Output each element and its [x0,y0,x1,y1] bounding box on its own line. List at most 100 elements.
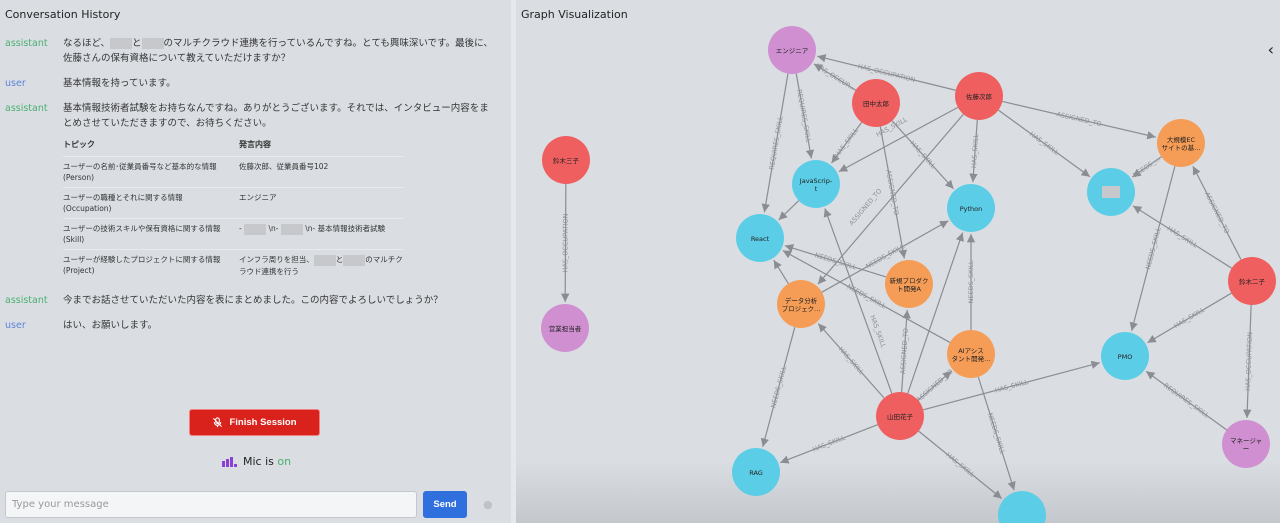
node-circle[interactable] [777,280,825,328]
edge-label: NEEDS_SKILL [1144,226,1163,270]
content: - \n- \n- 基本情報技術者試験 [239,218,403,250]
topic: ユーザーの名前･従業員番号など基本的な情報 [63,162,217,171]
text-part: \n- 基本情報技術者試験 [302,224,386,233]
node-label: 大規模EC [1167,135,1196,144]
node-label: JavaScrip- [799,177,833,185]
send-button[interactable]: Send [423,491,467,518]
node-circle[interactable] [1157,119,1205,167]
graph-edge [778,200,800,221]
graph-edge [773,259,789,284]
node-circle[interactable] [947,330,995,378]
graph-node[interactable]: 営業担当者 [541,304,589,352]
node-label: データ分析 [785,296,818,305]
finish-label: Finish Session [229,417,297,428]
message-list: assistant なるほど、とのマルチクラウド連携を行っているんですね。とても… [5,36,505,343]
graph-edge [969,119,978,183]
edge-label: ASSIGNED_TO [1203,191,1231,236]
edge-label: NEEDS_SKILL [814,251,858,271]
graph-node[interactable]: RAG [732,448,780,496]
mic-state: on [277,455,292,468]
edge-label: HAS_OCCUPATION [1244,332,1254,391]
graph-node[interactable]: React [736,214,784,262]
graph-edge [561,183,570,303]
node-circle[interactable] [1222,420,1270,468]
graph-node[interactable]: データ分析プロジェク... [777,280,825,328]
graph-edge [784,244,887,278]
graph-node[interactable]: 山田花子 [876,392,924,440]
content: インフラ周りを担当、とのマルチクラウド連携を行う [239,249,403,281]
edge-label: HAS_SKILL [868,314,887,349]
graph-edge [782,249,951,343]
graph-node[interactable]: 鈴木三子 [542,136,590,184]
graph-node[interactable] [998,491,1046,523]
graph-edge [760,327,796,448]
edge-label: HAS_SKILL [1173,306,1207,331]
node-label: マネージャ [1230,437,1262,445]
column-header: トピック [63,140,95,149]
graph-node[interactable] [1087,168,1135,216]
graph-edge [901,309,911,393]
node-circle[interactable] [1101,332,1149,380]
redacted [244,223,267,235]
message: assistant 基本情報技術者試験をお持ちなんですね。ありがとうございます。… [5,101,505,131]
graph-edge [1002,100,1156,140]
graph-edge [838,106,959,173]
node-label: RAG [749,469,763,477]
graph-node[interactable]: Python [947,184,995,232]
text-part: インフラ周りを担当、 [239,255,314,264]
collapse-chevron-icon[interactable]: ‹ [1267,40,1274,59]
node-circle[interactable] [792,160,840,208]
summary-table: トピック発言内容 ユーザーの名前･従業員番号など基本的な情報(Person)佐藤… [63,137,403,281]
node-label: ー [1243,445,1250,453]
node-label: サイトの基... [1162,143,1201,152]
node-circle[interactable] [998,491,1046,523]
graph-node[interactable]: PMO [1101,332,1149,380]
graph-edge [907,232,964,394]
content: 佐藤次郎、従業員番号102 [239,156,403,188]
edge-label: NEEDS_SKILL [846,283,888,311]
node-circle[interactable] [1228,257,1276,305]
node-circle[interactable] [736,214,784,262]
text-part: \n- [266,224,281,233]
node-circle[interactable] [876,392,924,440]
graph-node[interactable]: 大規模ECサイトの基... [1157,119,1205,167]
text-part: と [132,38,142,49]
graph-node[interactable]: エンジニア [768,26,816,74]
graph-edge [879,126,907,259]
graph-node[interactable]: JavaScrip-t [792,160,840,208]
finish-session-button[interactable]: Finish Session [189,409,320,436]
edge-label: ASSIGNED_TO [899,328,910,374]
node-label: React [751,235,770,243]
mic-icon[interactable]: ● [483,498,493,511]
graph-edge [1192,165,1242,260]
graph-node[interactable]: 鈴木二子 [1228,257,1276,305]
edge-label: ASSIGNED_TO [847,187,883,227]
node-label: エンジニア [776,47,809,55]
node-circle[interactable] [732,448,780,496]
message-input[interactable] [5,491,417,518]
edge-label: HAS_SKILL [908,139,937,170]
graph-edge [1145,370,1227,431]
message-role: assistant [5,103,48,114]
graph-canvas[interactable]: HAS_OCCUPATIONHAS_OCCUP...REQUIRES_SKILL… [516,0,1280,523]
graph-node[interactable]: 田中太郎 [852,79,900,127]
node-circle[interactable] [852,79,900,127]
node-circle[interactable] [947,184,995,232]
audio-level-icon [222,456,237,467]
node-circle[interactable] [955,72,1003,120]
edge-label: ASSIGNED_TO [915,368,955,404]
node-label: 鈴木二子 [1239,277,1266,286]
node-circle[interactable] [541,304,589,352]
node-circle[interactable] [768,26,816,74]
graph-node[interactable]: AIアシスタント開発... [947,330,995,378]
redacted [343,254,366,266]
graph-node[interactable]: 佐藤次郎 [955,72,1003,120]
content: エンジニア [239,187,403,219]
panel-resize-handle[interactable] [511,0,516,523]
graph-edge [823,208,893,394]
edge-label: NEEDS_... [1132,155,1163,180]
node-circle[interactable] [542,136,590,184]
node-circle[interactable] [885,260,933,308]
